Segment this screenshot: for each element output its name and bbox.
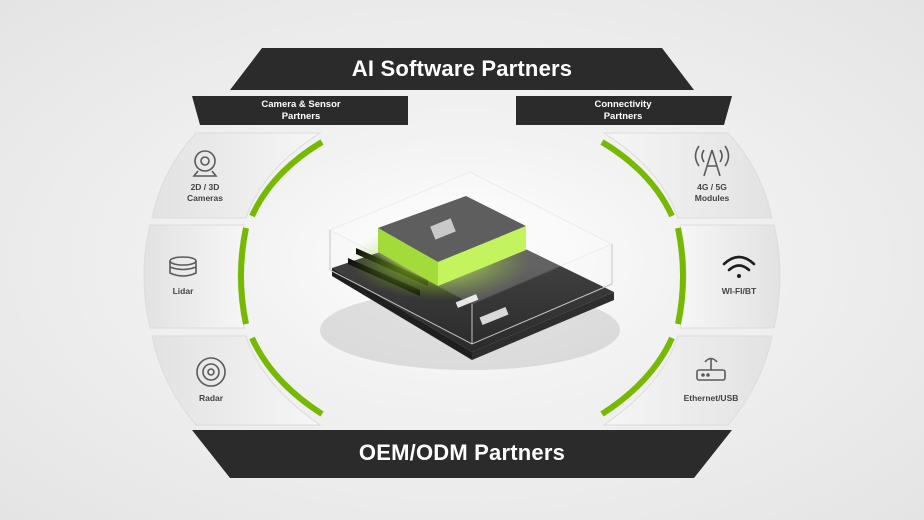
right-arc-bot <box>600 336 675 417</box>
lidar-icon <box>169 256 197 277</box>
jetson-module-illustration <box>320 171 620 370</box>
wifi-icon <box>722 255 756 278</box>
right-tile-3 <box>602 335 773 426</box>
left-tile-2 <box>143 224 245 329</box>
right-tile-1-label: 4G / 5G Modules <box>694 182 730 203</box>
left-tile-3-label: Radar <box>198 393 224 403</box>
left-tile-3 <box>151 335 322 426</box>
right-tile-3-label: Ethernet/USB <box>683 393 739 403</box>
left-tile-1-label: 2D / 3D Cameras <box>187 182 223 203</box>
left-tile-1 <box>151 132 322 219</box>
right-header-title: Connectivity Partners <box>594 99 652 122</box>
right-tile-2 <box>679 224 781 329</box>
right-tile-2-label: WI-FI/BT <box>721 286 757 296</box>
left-arc-mid <box>238 227 249 325</box>
right-arc-top <box>600 139 675 218</box>
top-banner-shape <box>230 48 694 90</box>
bottom-banner-shape <box>192 430 732 478</box>
left-header-shape <box>192 96 408 125</box>
left-arc-bot <box>249 336 324 417</box>
router-icon <box>696 357 726 381</box>
right-header-shape <box>516 96 732 125</box>
camera-icon <box>192 150 218 177</box>
left-tile-2-label: Lidar <box>172 286 194 296</box>
right-tile-1 <box>602 132 773 219</box>
radar-icon <box>196 357 226 387</box>
left-arc-top <box>249 139 324 218</box>
bottom-banner-title: OEM/ODM Partners <box>358 440 566 465</box>
top-banner-title: AI Software Partners <box>351 56 573 81</box>
left-header-title: Camera & Sensor Partners <box>261 99 341 122</box>
right-arc-mid <box>675 227 686 325</box>
antenna-tower-icon <box>694 145 730 177</box>
